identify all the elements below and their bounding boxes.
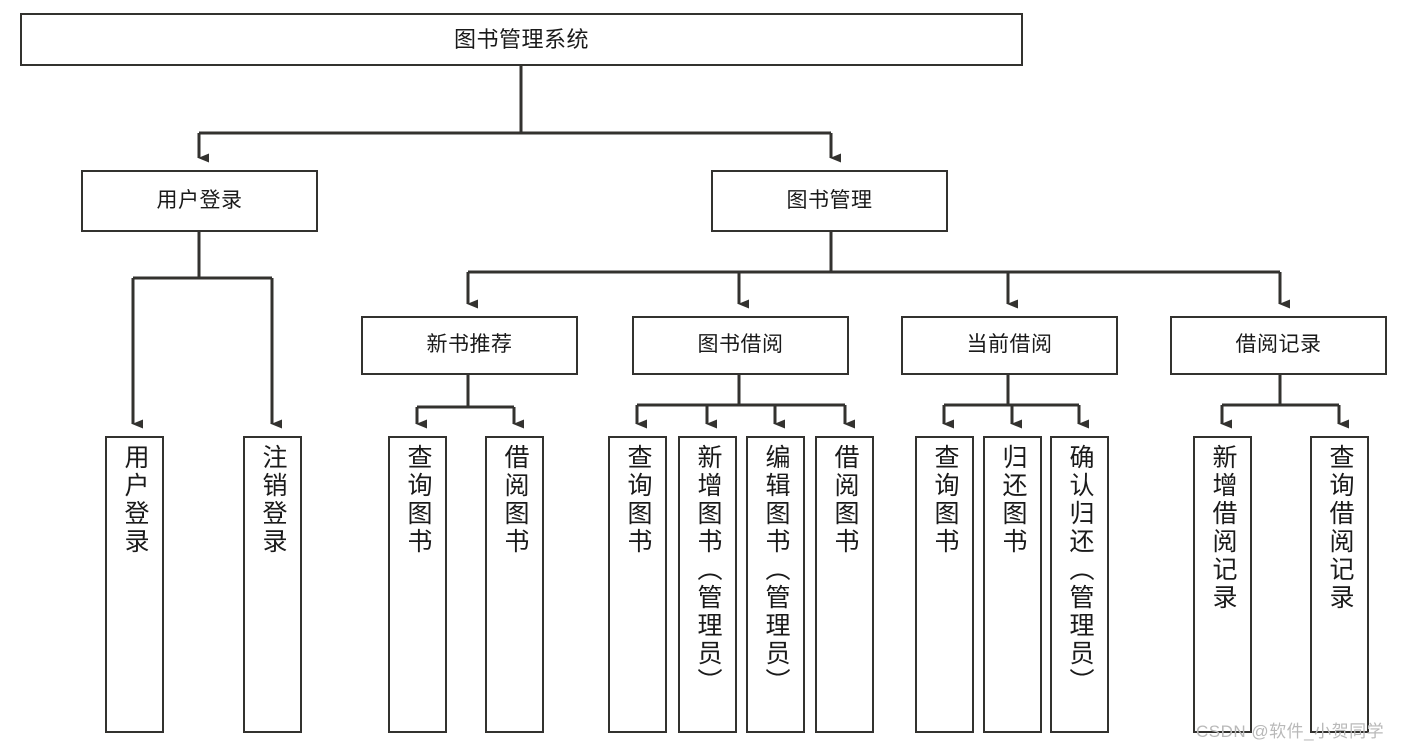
node-borrow-record[interactable]: 借阅记录: [1170, 316, 1387, 375]
node-leaf-confirm-return-label: 确认归还（管理员）: [1066, 444, 1094, 696]
node-leaf-add-record-label: 新增借阅记录: [1209, 444, 1237, 612]
node-leaf-query-book-3[interactable]: 查询图书: [915, 436, 974, 733]
node-leaf-return-book[interactable]: 归还图书: [983, 436, 1042, 733]
node-leaf-query-book-2[interactable]: 查询图书: [608, 436, 667, 733]
node-new-book-rec-label: 新书推荐: [426, 333, 513, 357]
node-leaf-confirm-return[interactable]: 确认归还（管理员）: [1050, 436, 1109, 733]
csdn-watermark: CSDN @软件_小贺同学: [1196, 722, 1385, 741]
node-leaf-user-login[interactable]: 用户登录: [105, 436, 164, 733]
node-leaf-add-book-label: 新增图书（管理员）: [694, 444, 722, 696]
node-root[interactable]: 图书管理系统: [20, 13, 1023, 66]
node-leaf-query-book-1-label: 查询图书: [404, 444, 432, 556]
node-leaf-add-book[interactable]: 新增图书（管理员）: [678, 436, 737, 733]
node-leaf-edit-book-label: 编辑图书（管理员）: [762, 444, 790, 696]
node-book-manage[interactable]: 图书管理: [711, 170, 948, 232]
node-leaf-borrow-book-1-label: 借阅图书: [501, 444, 529, 556]
node-book-borrow-label: 图书借阅: [697, 333, 784, 357]
node-user-login[interactable]: 用户登录: [81, 170, 318, 232]
node-leaf-query-book-1[interactable]: 查询图书: [388, 436, 447, 733]
node-root-label: 图书管理系统: [453, 26, 589, 52]
node-leaf-add-record[interactable]: 新增借阅记录: [1193, 436, 1252, 733]
node-leaf-query-book-3-label: 查询图书: [931, 444, 959, 556]
node-new-book-rec[interactable]: 新书推荐: [361, 316, 578, 375]
node-leaf-borrow-book-2-label: 借阅图书: [831, 444, 859, 556]
node-book-manage-label: 图书管理: [786, 188, 873, 212]
node-current-borrow-label: 当前借阅: [966, 333, 1053, 357]
node-user-login-label: 用户登录: [156, 188, 243, 212]
node-leaf-borrow-book-1[interactable]: 借阅图书: [485, 436, 544, 733]
node-leaf-query-book-2-label: 查询图书: [624, 444, 652, 556]
node-leaf-borrow-book-2[interactable]: 借阅图书: [815, 436, 874, 733]
node-leaf-query-record[interactable]: 查询借阅记录: [1310, 436, 1369, 733]
node-book-borrow[interactable]: 图书借阅: [632, 316, 849, 375]
node-leaf-return-book-label: 归还图书: [999, 444, 1027, 556]
node-borrow-record-label: 借阅记录: [1235, 333, 1322, 357]
node-leaf-edit-book[interactable]: 编辑图书（管理员）: [746, 436, 805, 733]
node-leaf-query-record-label: 查询借阅记录: [1326, 444, 1354, 612]
node-leaf-logout[interactable]: 注销登录: [243, 436, 302, 733]
node-leaf-logout-label: 注销登录: [259, 444, 287, 556]
node-current-borrow[interactable]: 当前借阅: [901, 316, 1118, 375]
node-leaf-user-login-label: 用户登录: [121, 444, 149, 556]
